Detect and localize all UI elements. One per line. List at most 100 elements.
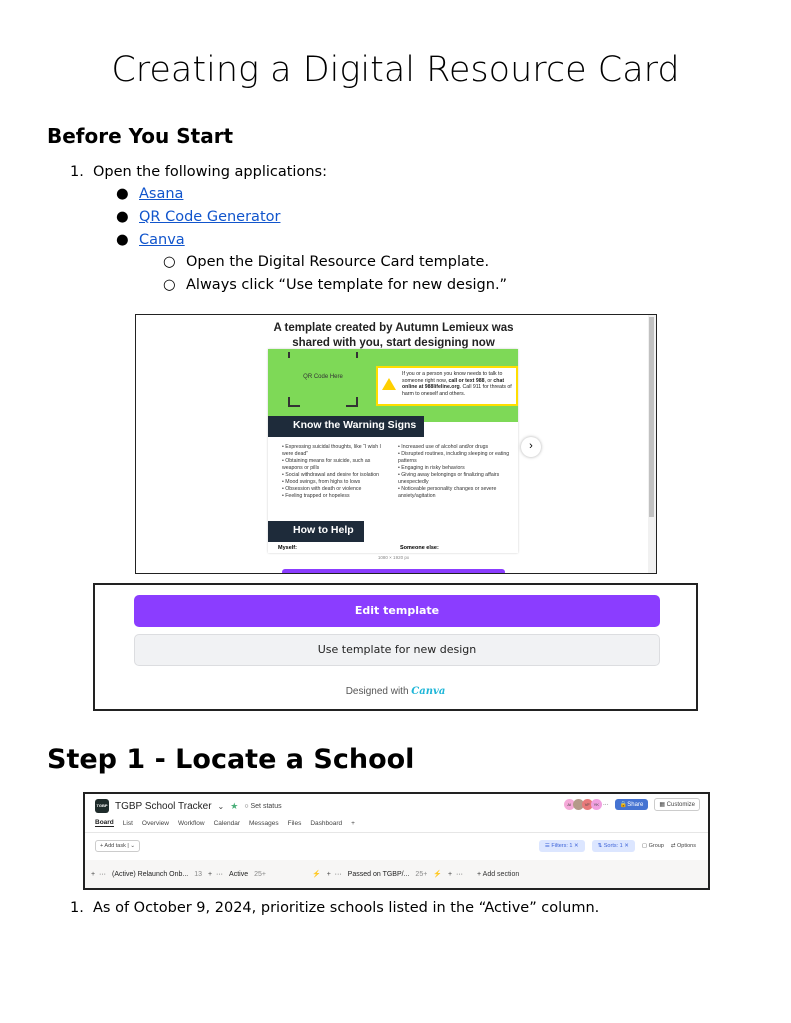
header-actions: AI VF YK ··· 🔒Share ▦ Customize: [563, 798, 700, 811]
column-header[interactable]: Active: [229, 870, 249, 878]
step-number: 1.: [70, 164, 84, 180]
tab-list[interactable]: List: [122, 819, 133, 827]
step-text: Open the following applications:: [93, 164, 327, 180]
column-header[interactable]: Passed on TGBP/...: [347, 870, 410, 878]
sign-item: Expressing suicidal thoughts, like “I wi…: [282, 444, 392, 458]
help-myself: Myself:: [278, 545, 297, 551]
column-row: + ··· (Active) Relaunch Onb... 13 + ··· …: [91, 870, 520, 879]
group-label: Group: [648, 843, 664, 849]
edit-template-button[interactable]: Edit template: [134, 595, 660, 627]
divider: [85, 832, 708, 833]
project-logo: TGBP: [95, 799, 109, 813]
project-title[interactable]: TGBP School Tracker: [115, 800, 212, 812]
qr-placeholder: QR Code Here: [288, 352, 358, 407]
asana-link[interactable]: Asana: [139, 186, 184, 202]
scrollbar-thumb[interactable]: [649, 317, 654, 517]
heading-line: shared with you, start designing now: [292, 337, 495, 349]
column-controls[interactable]: + ···: [208, 870, 224, 878]
canva-share-heading: A template created by Autumn Lemieux was…: [136, 321, 651, 351]
crisis-text: call or text 988: [448, 377, 485, 384]
crisis-text: , or: [484, 377, 494, 384]
scrollbar[interactable]: [648, 315, 656, 573]
crisis-text: . Call 911 for threats of harm to onesel…: [402, 384, 512, 397]
project-tabs: Board List Overview Workflow Calendar Me…: [95, 819, 355, 827]
circle-bullet-icon: ○: [163, 277, 176, 293]
avatar: VF: [581, 799, 593, 810]
tab-calendar[interactable]: Calendar: [213, 819, 240, 827]
tab-overview[interactable]: Overview: [141, 819, 169, 827]
crisis-box: If you or a person you know needs to tal…: [376, 366, 518, 406]
avatar-group[interactable]: AI VF YK ···: [563, 799, 609, 810]
column-controls[interactable]: + ···: [326, 870, 342, 878]
edit-button-partial: [282, 569, 505, 573]
board-columns: + ··· (Active) Relaunch Onb... 13 + ··· …: [85, 860, 708, 888]
crisis-text: If you or a person you know needs to tal…: [402, 371, 503, 384]
sign-item: Social withdrawal and desire for isolati…: [282, 472, 392, 479]
signs-left: Expressing suicidal thoughts, like “I wi…: [282, 444, 392, 500]
add-tab-icon[interactable]: +: [351, 819, 355, 827]
column-header[interactable]: (Active) Relaunch Onb...: [111, 870, 189, 878]
column-controls[interactable]: + ···: [91, 870, 106, 878]
canva-link[interactable]: Canva: [139, 232, 185, 248]
set-status-button[interactable]: ○ Set status: [244, 802, 282, 810]
options-label: Options: [677, 843, 696, 849]
sign-item: Engaging in risky behaviors: [398, 465, 513, 472]
column-count: 25+: [254, 870, 266, 878]
signs-right: Increased use of alcohol and/or drugsDis…: [398, 444, 513, 500]
avatar: [572, 799, 584, 810]
qr-label: QR Code Here: [303, 374, 343, 380]
tab-files[interactable]: Files: [287, 819, 302, 827]
column-count: 13: [194, 870, 203, 878]
view-toolbar: ☰ Filters: 1 ✕ ⇅ Sorts: 1 ✕ ▢ Group ⇄ Op…: [538, 840, 696, 852]
sub-item: Always click “Use template for new desig…: [186, 277, 508, 293]
step1-heading: Step 1 - Locate a School: [47, 744, 415, 775]
customize-label: Customize: [666, 802, 695, 808]
canva-buttons-screenshot: Edit template Use template for new desig…: [93, 583, 698, 711]
add-task-label: + Add task: [100, 843, 126, 849]
sign-item: Feeling trapped or hopeless: [282, 493, 392, 500]
column-count: 25+: [415, 870, 428, 878]
sign-item: Mood swings, from highs to lows: [282, 479, 392, 486]
share-button[interactable]: 🔒Share: [614, 799, 649, 810]
lightning-icon[interactable]: ⚡: [433, 871, 443, 878]
tab-board[interactable]: Board: [95, 819, 114, 827]
avatar: AI: [563, 799, 575, 810]
bullet-icon: ●: [116, 232, 129, 248]
star-icon[interactable]: ★: [230, 800, 239, 811]
step-number: 1.: [70, 900, 84, 916]
chevron-down-icon[interactable]: ⌄: [217, 801, 225, 811]
how-to-help-heading: How to Help: [268, 521, 364, 542]
tab-dashboard[interactable]: Dashboard: [310, 819, 343, 827]
help-someone: Someone else:: [400, 545, 439, 551]
page-title: Creating a Digital Resource Card: [111, 50, 680, 90]
customize-button[interactable]: ▦ Customize: [654, 798, 700, 811]
crisis-text: chat online at 988lifeline.org: [402, 377, 505, 391]
dimensions-label: 1080 × 1920 px: [377, 555, 410, 560]
column-controls[interactable]: + ···: [448, 870, 463, 878]
tab-workflow[interactable]: Workflow: [178, 819, 205, 827]
sign-item: Disrupted routines, including sleeping o…: [398, 451, 513, 465]
sign-item: Noticeable personality changes or severe…: [398, 486, 513, 500]
next-page-button[interactable]: ›: [521, 437, 541, 457]
sorts-label: Sorts: 1: [603, 843, 623, 849]
template-preview: QR Code Here If you or a person you know…: [268, 349, 518, 553]
qr-code-generator-link[interactable]: QR Code Generator: [139, 209, 281, 225]
step-text: As of October 9, 2024, prioritize school…: [93, 900, 600, 916]
sorts-button[interactable]: ⇅ Sorts: 1 ✕: [591, 840, 635, 852]
before-you-start-heading: Before You Start: [47, 124, 234, 148]
group-button[interactable]: ▢ Group: [641, 843, 664, 849]
use-template-button[interactable]: Use template for new design: [134, 634, 660, 666]
add-section-button[interactable]: + Add section: [477, 870, 520, 878]
circle-bullet-icon: ○: [163, 254, 176, 270]
bullet-icon: ●: [116, 209, 129, 225]
warning-signs-heading: Know the Warning Signs: [268, 416, 425, 437]
lightning-icon[interactable]: ⚡: [311, 871, 321, 878]
project-header: TGBP TGBP School Tracker ⌄ ★ ○ Set statu…: [95, 799, 282, 813]
add-task-button[interactable]: + Add task | ⌄: [95, 840, 140, 852]
options-button[interactable]: ⇄ Options: [670, 843, 696, 849]
more-icon: ···: [602, 801, 609, 808]
tab-messages[interactable]: Messages: [249, 819, 279, 827]
filters-button[interactable]: ☰ Filters: 1 ✕: [538, 840, 585, 852]
designed-with-label: Designed with: [345, 686, 409, 697]
set-status-label: Set status: [250, 802, 282, 810]
